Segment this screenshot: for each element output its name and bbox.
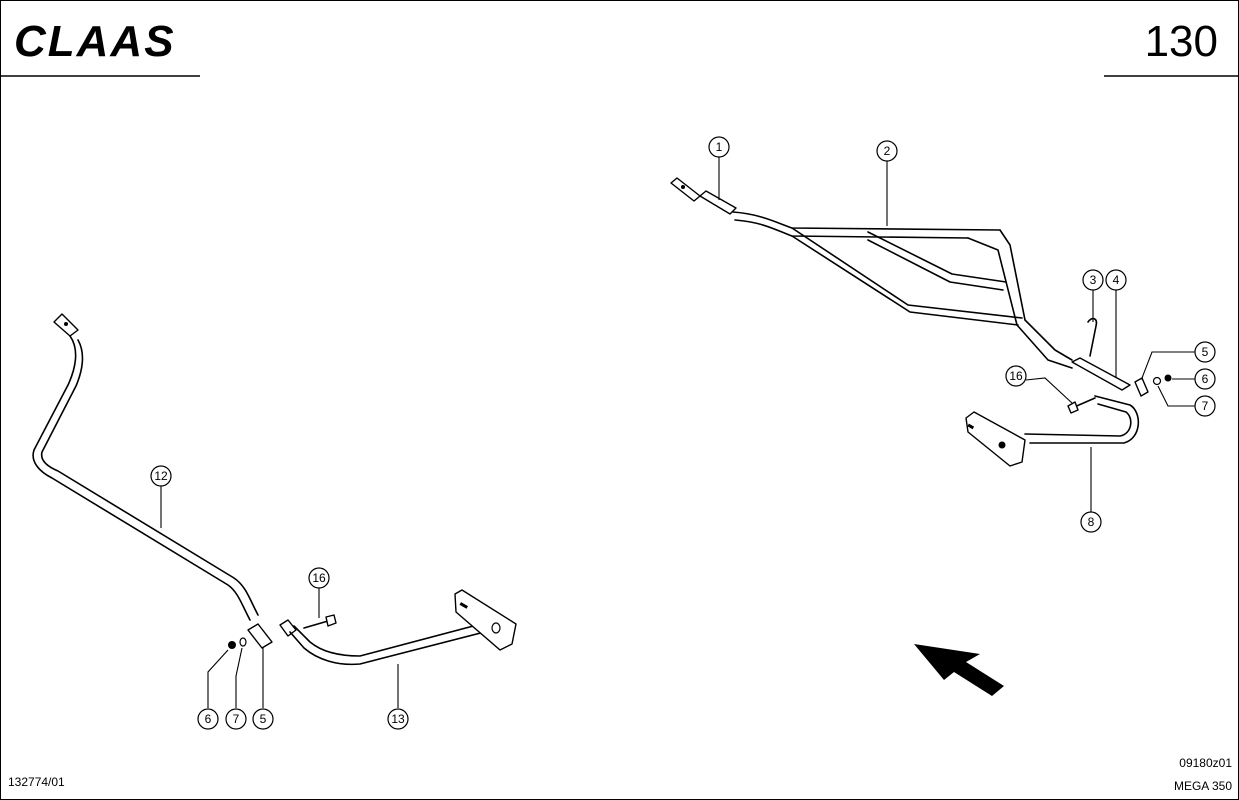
callout-1: 1 xyxy=(708,136,730,158)
arrow-up-left-icon xyxy=(914,644,1004,696)
svg-text:7: 7 xyxy=(233,712,240,726)
callout-6-right: 6 xyxy=(1194,368,1216,390)
callout-2: 2 xyxy=(876,140,898,162)
callout-8: 8 xyxy=(1080,511,1102,533)
part-2-extension-b xyxy=(1024,319,1073,361)
part-5-shim xyxy=(1134,377,1149,397)
callout-16-right: 16 xyxy=(1005,365,1027,387)
claas-logo: CLAAS xyxy=(14,17,176,66)
part-1-end-plate xyxy=(670,177,701,202)
part-13-lug xyxy=(279,619,297,637)
model-name: MEGA 350 xyxy=(1174,779,1232,793)
svg-text:16: 16 xyxy=(1009,369,1023,383)
part-13-pin-end xyxy=(491,622,501,634)
part-7-washer xyxy=(1152,376,1162,386)
drawing-number: 132774/01 xyxy=(8,775,65,789)
callout-7-right: 7 xyxy=(1194,395,1216,417)
part-16-bolt-left xyxy=(303,620,329,629)
part-12-rod-inner xyxy=(40,339,259,616)
part-12-hole xyxy=(64,322,68,326)
callout-4: 4 xyxy=(1105,269,1127,291)
part-13-mount-plate xyxy=(454,589,517,651)
part-2-brace xyxy=(867,231,1007,283)
svg-text:4: 4 xyxy=(1113,273,1120,287)
part-8-slot xyxy=(967,423,975,430)
part-2-top-rail xyxy=(732,211,1001,231)
callout-12: 12 xyxy=(150,465,172,487)
part-2-side-inner xyxy=(967,237,1018,326)
callout-6-left: 6 xyxy=(197,708,219,730)
right-callouts: 1 2 3 4 5 6 7 16 8 xyxy=(708,136,1216,533)
part-12-rod xyxy=(32,335,251,621)
part-2-side xyxy=(999,229,1026,321)
callout-13: 13 xyxy=(387,708,409,730)
part-2-lower-rail xyxy=(791,227,1023,319)
svg-text:5: 5 xyxy=(1202,345,1209,359)
part-13-bar-inner xyxy=(293,619,497,657)
svg-text:7: 7 xyxy=(1202,399,1209,413)
svg-text:5: 5 xyxy=(260,712,267,726)
part-2-extension xyxy=(1016,324,1073,369)
callout-16-left: 16 xyxy=(308,567,330,589)
svg-text:6: 6 xyxy=(205,712,212,726)
part-16-bolt-head xyxy=(1067,401,1079,414)
left-callouts: 12 16 6 7 5 13 xyxy=(150,465,409,730)
svg-text:1: 1 xyxy=(716,140,723,154)
left-assembly xyxy=(32,313,517,666)
part-2-brace-inner xyxy=(867,239,1004,291)
svg-text:6: 6 xyxy=(1202,372,1209,386)
part-2-lower-rail-inner xyxy=(791,235,1019,326)
part-3-pin xyxy=(1087,317,1098,357)
part-6-nut-left xyxy=(228,641,236,649)
svg-text:8: 8 xyxy=(1088,515,1095,529)
callout-5-right: 5 xyxy=(1194,341,1216,363)
part-13-bar xyxy=(289,627,501,666)
part-16-bolt-head-left xyxy=(325,614,337,627)
part-1-sleeve xyxy=(699,190,737,215)
svg-text:3: 3 xyxy=(1090,273,1097,287)
part-7-washer-left xyxy=(239,637,247,647)
callout-3: 3 xyxy=(1082,269,1104,291)
part-8-bar-inner xyxy=(1024,403,1132,437)
part-8-bar xyxy=(1029,395,1140,444)
part-5-plate-left xyxy=(247,623,273,649)
part-1-hole xyxy=(681,185,685,189)
figure-code: 09180z01 xyxy=(1179,756,1232,770)
brand-logo-text: CLAAS xyxy=(14,17,176,66)
part-13-slot xyxy=(459,602,468,609)
page-number: 130 xyxy=(1145,17,1218,66)
svg-text:13: 13 xyxy=(391,712,405,726)
callout-5-left: 5 xyxy=(252,708,274,730)
svg-text:16: 16 xyxy=(312,571,326,585)
part-4-plate xyxy=(1071,357,1131,391)
part-6-nut xyxy=(1164,374,1172,382)
callout-7-left: 7 xyxy=(225,708,247,730)
svg-text:12: 12 xyxy=(154,469,168,483)
svg-text:2: 2 xyxy=(884,144,891,158)
part-8-mount-plate xyxy=(965,411,1026,467)
right-assembly xyxy=(670,177,1172,467)
part-8-hole xyxy=(998,441,1006,449)
